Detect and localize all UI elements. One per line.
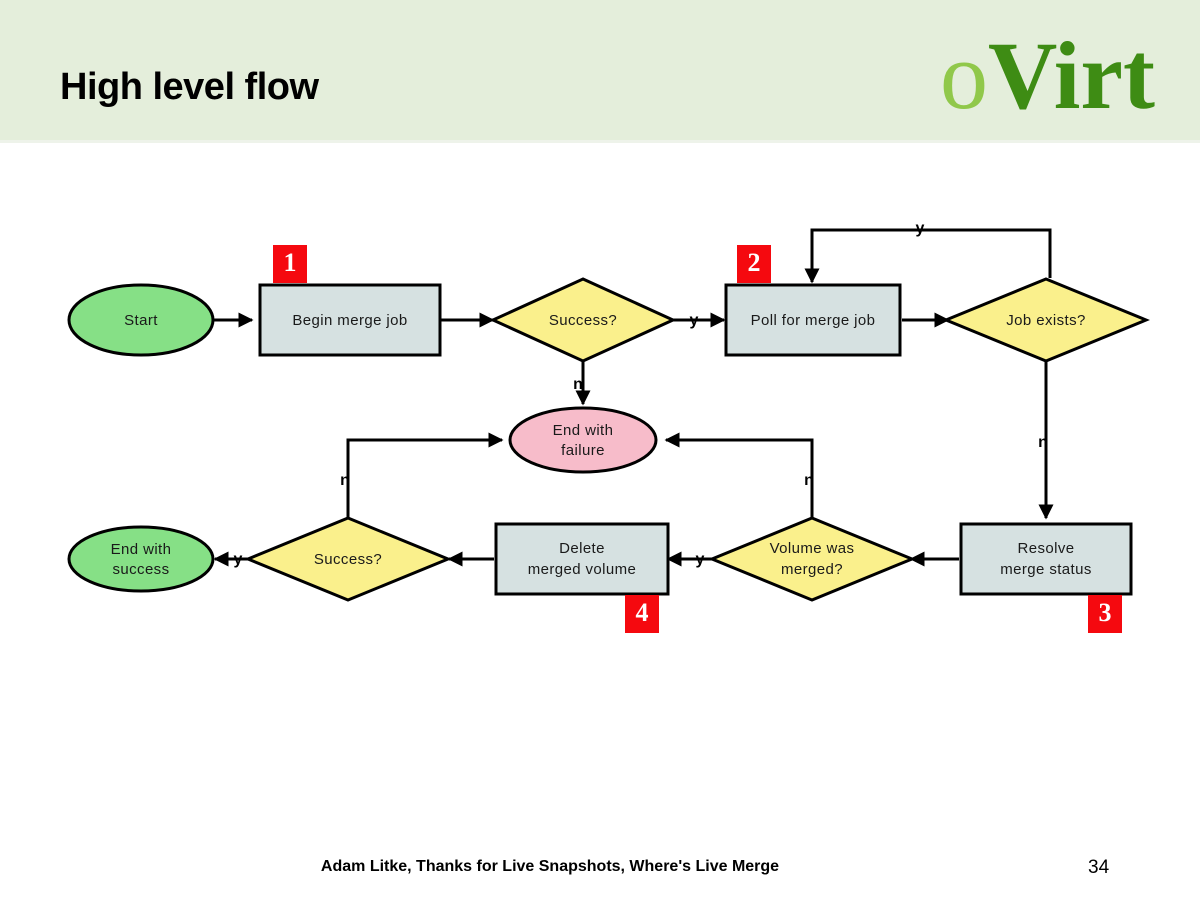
node-end-with-success[interactable]: End with success: [67, 525, 215, 593]
node-resolve-merge-status[interactable]: Resolve merge status: [959, 522, 1133, 596]
header-divider: [0, 140, 1200, 143]
node-job-exists[interactable]: Job exists?: [942, 277, 1150, 363]
node-start-label: Start: [124, 312, 158, 329]
edge-job-exists-yes-loop: [804, 228, 1052, 284]
badge-3-number: 3: [1099, 598, 1112, 627]
node-begin-merge-job-label: Begin merge job: [292, 312, 407, 329]
node-volume-was-merged-label-line1: Volume was: [770, 540, 855, 557]
badge-1: 1: [273, 245, 307, 283]
node-end-with-failure-label-line2: failure: [561, 442, 605, 459]
badge-3: 3: [1088, 595, 1122, 633]
node-delete-merged-volume-label-line1: Delete: [559, 540, 605, 557]
ovirt-logo: oVirt: [940, 28, 1155, 124]
badge-1-number: 1: [284, 248, 297, 277]
flowchart-svg: y y n n y y n n Start Begin merge job Su…: [67, 220, 1150, 633]
node-end-with-success-label-line1: End with: [111, 541, 172, 558]
edge-label-success-bottom-no: n: [340, 472, 350, 489]
edge-label-job-exists-yes: y: [916, 220, 925, 237]
edge-label-success-top-no: n: [573, 376, 583, 393]
edge-volume-merged-no-to-failure: [664, 432, 814, 518]
node-volume-was-merged-label-line2: merged?: [781, 561, 843, 578]
badge-2: 2: [737, 245, 771, 283]
edge-label-success-top-yes: y: [690, 312, 699, 329]
logo-o-glyph: o: [939, 22, 988, 129]
edge-label-success-bottom-yes: y: [234, 551, 243, 568]
badge-2-number: 2: [748, 248, 761, 277]
node-volume-was-merged[interactable]: Volume was merged?: [708, 516, 916, 602]
node-end-with-failure-label-line1: End with: [553, 422, 614, 439]
edge-label-volume-merged-no: n: [804, 472, 814, 489]
edge-label-job-exists-no: n: [1038, 434, 1048, 451]
badge-4-number: 4: [636, 598, 649, 627]
logo-virt-text: Virt: [987, 22, 1155, 129]
slide-footer-note: Adam Litke, Thanks for Live Snapshots, W…: [320, 858, 780, 875]
node-resolve-merge-status-label-line2: merge status: [1000, 561, 1092, 578]
node-job-exists-label: Job exists?: [1006, 312, 1085, 329]
node-delete-merged-volume-label-line2: merged volume: [528, 561, 637, 578]
slide-page-number: 34: [1088, 857, 1110, 878]
page-title: High level flow: [60, 66, 319, 108]
node-poll-for-merge-job-label: Poll for merge job: [751, 312, 876, 329]
node-resolve-merge-status-label-line1: Resolve: [1018, 540, 1075, 557]
edge-success-bottom-no-to-failure: [346, 432, 504, 518]
node-end-with-failure[interactable]: End with failure: [508, 406, 658, 474]
node-success-bottom-label: Success?: [314, 551, 382, 568]
node-start[interactable]: Start: [67, 283, 215, 357]
node-begin-merge-job[interactable]: Begin merge job: [258, 283, 442, 357]
node-success-top-label: Success?: [549, 312, 617, 329]
node-poll-for-merge-job[interactable]: Poll for merge job: [724, 283, 902, 357]
edge-label-volume-merged-yes: y: [696, 551, 705, 568]
slide-header: [0, 0, 1200, 140]
node-success-top[interactable]: Success?: [489, 277, 677, 363]
node-delete-merged-volume[interactable]: Delete merged volume: [494, 522, 670, 596]
node-success-bottom[interactable]: Success?: [244, 516, 452, 602]
flowchart-canvas: y y n n y y n n Start Begin merge job Su…: [0, 140, 1200, 760]
badge-4: 4: [625, 595, 659, 633]
node-end-with-success-label-line2: success: [113, 561, 170, 578]
